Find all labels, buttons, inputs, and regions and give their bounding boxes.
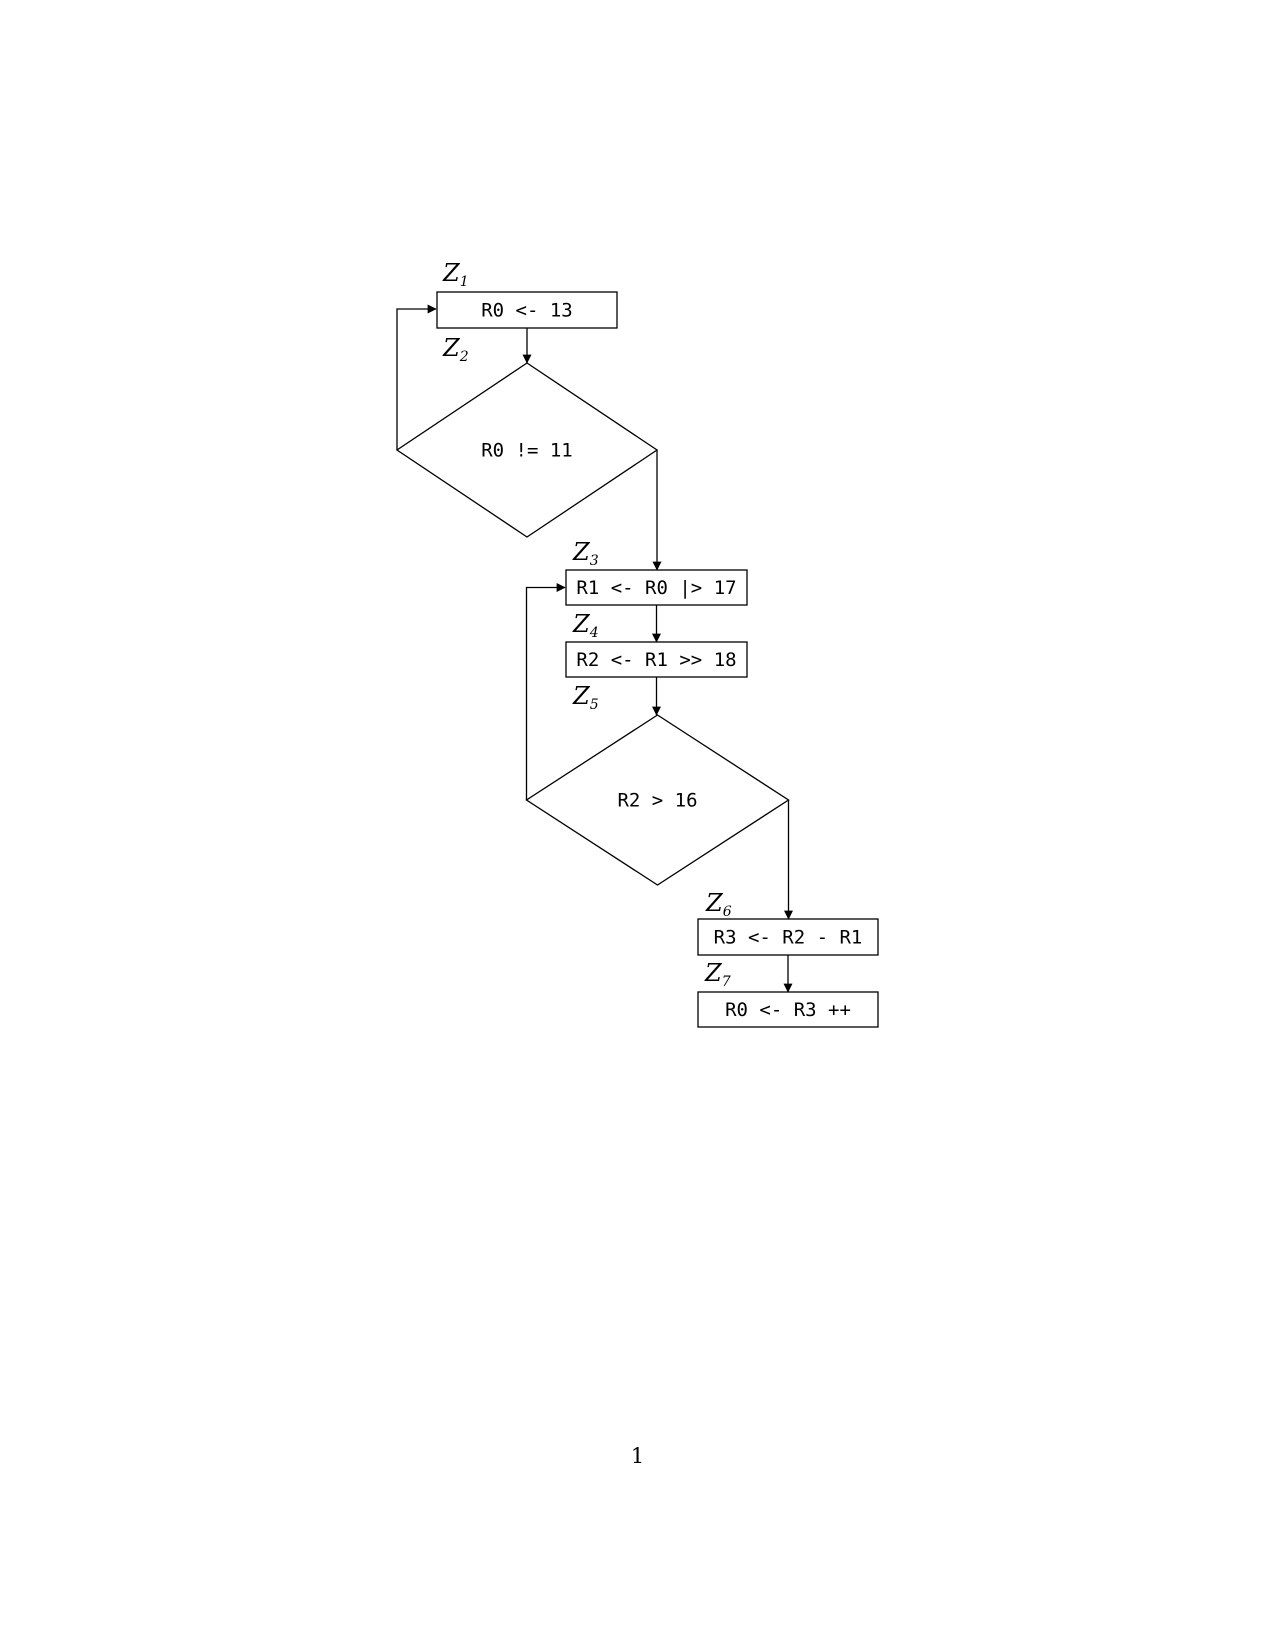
decision-diamond-Z2 — [395, 362, 659, 538]
edges-layer — [396, 304, 793, 993]
node-statement-Z1: R0 <- 13 — [481, 300, 573, 322]
process-box-Z1 — [436, 291, 618, 329]
flowchart-node-Z2: R0 != 11 Z2 — [395, 334, 659, 538]
edge-Z2-Z1 — [396, 304, 437, 450]
flowchart-node-Z6: R3 <- R2 - R1 Z6 — [697, 889, 879, 956]
flowchart-node-Z3: R1 <- R0 |> 17 Z3 — [565, 538, 748, 606]
decision-diamond-Z5 — [525, 714, 790, 886]
flowchart-node-Z7: R0 <- R3 ++ Z7 — [697, 959, 879, 1028]
flowchart-node-Z4: R2 <- R1 >> 18 Z4 — [565, 610, 748, 678]
page-number: 1 — [630, 1444, 645, 1468]
node-label-Z2: Z2 — [442, 334, 469, 365]
node-statement-Z3: R1 <- R0 |> 17 — [576, 577, 736, 599]
node-label-Z4: Z4 — [572, 610, 599, 641]
node-label-Z5: Z5 — [572, 682, 599, 713]
node-statement-Z5: R2 > 16 — [617, 790, 697, 812]
node-label-Z6: Z6 — [705, 889, 732, 920]
process-box-Z3 — [565, 569, 748, 606]
node-statement-Z4: R2 <- R1 >> 18 — [576, 649, 736, 671]
node-statement-Z2: R0 != 11 — [481, 440, 573, 462]
edge-Z5-Z3 — [525, 583, 566, 800]
node-label-Z7: Z7 — [704, 959, 731, 990]
process-box-Z6 — [697, 918, 879, 956]
node-label-Z3: Z3 — [572, 538, 599, 569]
flowchart-node-Z1: R0 <- 13 Z1 — [436, 259, 618, 329]
node-statement-Z7: R0 <- R3 ++ — [725, 999, 851, 1021]
process-box-Z7 — [697, 991, 879, 1028]
flowchart-node-Z5: R2 > 16 Z5 — [525, 682, 790, 886]
nodes-layer: R0 <- 13 Z1 R0 != 11 Z2 R1 <- R0 |> 17 Z3 R2 <… — [395, 259, 879, 1028]
node-label-Z1: Z1 — [442, 259, 469, 290]
process-box-Z4 — [565, 641, 748, 678]
node-statement-Z6: R3 <- R2 - R1 — [714, 927, 863, 949]
